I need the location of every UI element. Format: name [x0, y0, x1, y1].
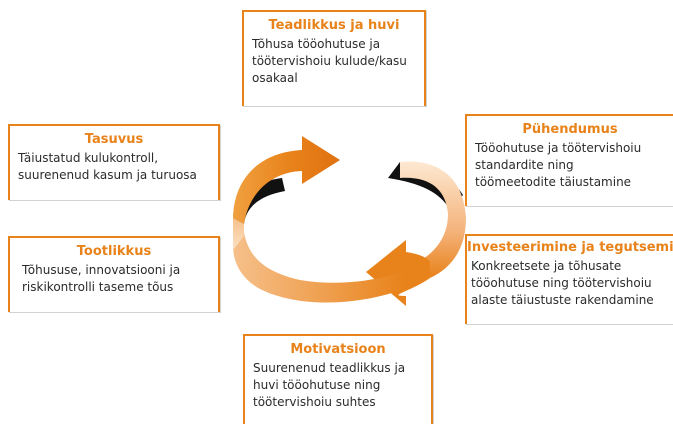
- card-commitment-title: Pühendumus: [522, 122, 618, 137]
- ring-top-arrow: [233, 136, 340, 224]
- card-productivity: Tootlikkus Tõhususe, innovatsiooni ja ri…: [8, 236, 220, 312]
- card-profitability-body: Täiustatud kulukontroll, suurenenud kasu…: [18, 151, 197, 182]
- card-commitment-body: Tööohutuse ja töötervishoiu standardite …: [475, 141, 642, 189]
- ring-right-band: [400, 161, 466, 278]
- ring-left-band: [233, 218, 244, 250]
- card-awareness-title: Teadlikkus ja huvi: [268, 18, 400, 33]
- card-awareness: Teadlikkus ja huvi Tõhusa tööohutuse ja …: [242, 10, 426, 106]
- card-productivity-title: Tootlikkus: [76, 244, 152, 259]
- card-commitment: Pühendumus Tööohutuse ja töötervishoiu s…: [465, 114, 673, 206]
- card-investment-body: Konkreetsete ja tõhusate tööohutuse ning…: [471, 259, 654, 307]
- card-productivity-body: Tõhususe, innovatsiooni ja riskikontroll…: [22, 263, 181, 294]
- card-investment: Investeerimine ja tegutsemine Konkreetse…: [465, 234, 673, 324]
- card-motivation-body: Suurenenud teadlikkus ja huvi tööohutuse…: [253, 361, 406, 409]
- card-profitability: Tasuvus Täiustatud kulukontroll, suurene…: [8, 124, 220, 200]
- card-motivation-title: Motivatsioon: [290, 342, 386, 357]
- card-awareness-body: Tõhusa tööohutuse ja töötervishoiu kulud…: [252, 37, 407, 85]
- ring-bottom-band: [233, 232, 406, 303]
- card-motivation: Motivatsioon Suurenenud teadlikkus ja hu…: [243, 334, 433, 424]
- card-investment-title: Investeerimine ja tegutsemine: [467, 240, 673, 255]
- card-profitability-title: Tasuvus: [84, 132, 144, 147]
